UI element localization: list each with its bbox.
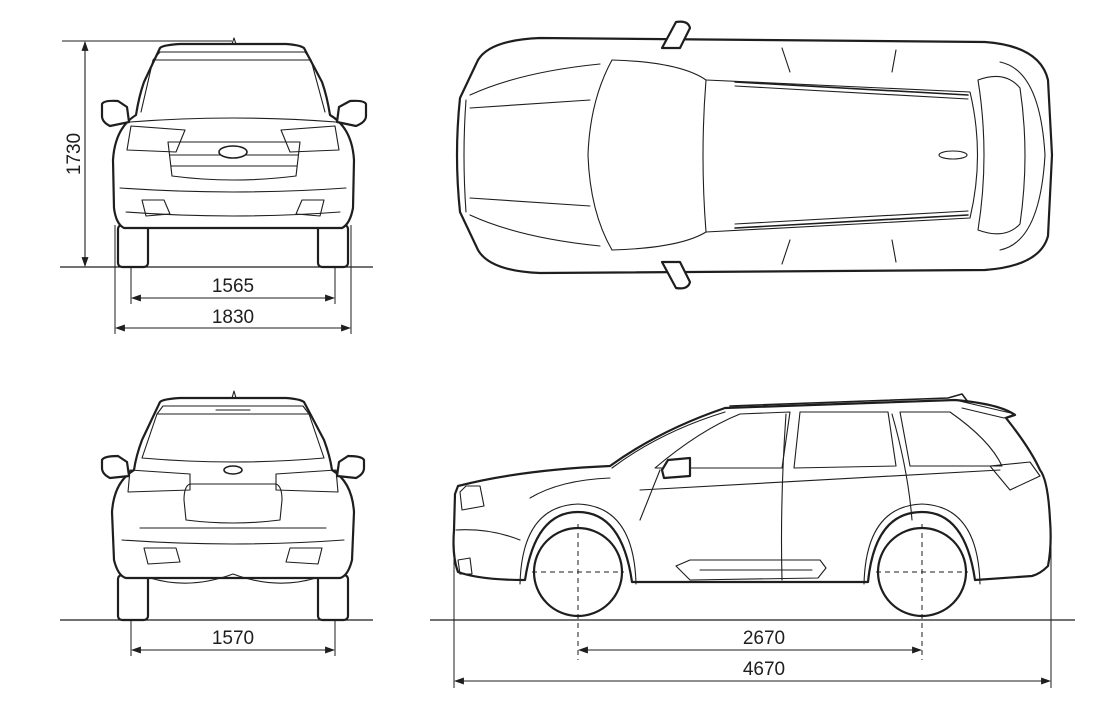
- wheelbase-label: 2670: [743, 628, 785, 649]
- overall-length-label: 4670: [743, 659, 785, 680]
- height-label: 1730: [64, 133, 85, 175]
- top-windshield: [587, 59, 613, 251]
- rear-emblem: [223, 465, 243, 475]
- side-fog-light: [457, 557, 473, 575]
- front-emblem: [218, 145, 248, 159]
- front-door-line: [780, 413, 787, 581]
- front-view: 1730 1565 1830: [60, 37, 373, 334]
- rear-door-line: [891, 413, 913, 521]
- roof-rail-right: [734, 214, 969, 229]
- rear-left-taillight: [127, 469, 191, 493]
- rear-body: [110, 396, 356, 580]
- rear-left-tire: [116, 573, 150, 622]
- front-track-label: 1565: [212, 276, 254, 297]
- right-headlight: [280, 125, 340, 153]
- right-mirror: [335, 99, 368, 128]
- rear-antenna: [231, 390, 237, 399]
- top-left-mirror: [660, 20, 692, 50]
- top-view: [455, 20, 1054, 290]
- rear-right-mirror: [335, 454, 366, 480]
- side-headlight: [459, 485, 485, 511]
- rear-side-window: [793, 411, 897, 469]
- rear-left-reflector: [143, 547, 181, 565]
- front-left-tire: [116, 223, 150, 269]
- license-plate-recess: [183, 483, 283, 524]
- right-foglight: [295, 199, 325, 217]
- side-skirt: [675, 559, 827, 581]
- rear-track-label: 1570: [212, 628, 254, 649]
- shark-fin-antenna: [938, 150, 968, 160]
- overall-width-label: 1830: [212, 307, 254, 328]
- roof-rail: [729, 393, 969, 407]
- top-roof: [705, 79, 979, 233]
- roof-antenna: [231, 37, 237, 45]
- top-right-mirror: [660, 260, 692, 290]
- side-body: [452, 398, 1052, 584]
- rear-right-reflector: [285, 547, 323, 565]
- rear-wheel-arch: [863, 503, 981, 585]
- front-grille: [167, 141, 301, 181]
- rear-right-tire: [316, 573, 350, 622]
- left-foglight: [141, 199, 171, 217]
- quarter-window: [899, 411, 1003, 467]
- rear-window: [141, 413, 325, 463]
- rear-left-mirror: [100, 454, 131, 480]
- front-side-window: [654, 411, 791, 469]
- side-taillight: [989, 461, 1041, 491]
- rear-view: 1570: [60, 390, 373, 656]
- side-mirror: [660, 456, 692, 480]
- front-windshield: [140, 59, 326, 113]
- front-right-tire: [316, 223, 350, 269]
- side-view: 2670 4670: [430, 393, 1075, 688]
- left-mirror: [100, 99, 131, 128]
- left-headlight: [126, 125, 186, 153]
- front-body: [111, 42, 356, 230]
- rear-right-taillight: [275, 469, 339, 493]
- top-rear-window: [977, 75, 1026, 235]
- rear-underbody: [149, 573, 317, 584]
- front-wheel-arch: [519, 503, 637, 585]
- roof-rail-left: [734, 81, 969, 96]
